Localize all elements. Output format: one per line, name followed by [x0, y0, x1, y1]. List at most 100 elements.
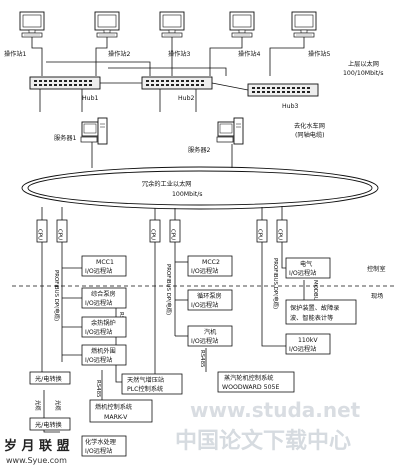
- box-title: 蒸汽轮机控制系统: [224, 374, 274, 382]
- server-icon: [216, 117, 244, 145]
- box-subtitle: I/O远程站: [85, 299, 112, 307]
- 110kv-remote-station: 110kV I/O远程站: [285, 333, 331, 355]
- water-treatment-remote-station: 化学水处理 I/O远程站: [81, 435, 127, 457]
- box-title: 汽机: [204, 328, 217, 336]
- box-subtitle: 波、智能表计等: [290, 314, 333, 322]
- hub-2: Hub2: [141, 76, 213, 102]
- cpu-label: CPU: [37, 229, 43, 240]
- monitor-icon: [229, 11, 255, 38]
- modbus-label: MODBUS: [312, 280, 318, 305]
- box-title: 综合泵房: [91, 290, 116, 298]
- box-title: 燃机控制系统: [95, 403, 132, 411]
- box-title: 循环泵房: [197, 292, 222, 300]
- mcc1-remote-station: MCC1 I/O远程站: [81, 255, 127, 277]
- operator-station-2: 操作站2: [94, 11, 131, 58]
- profibus-line: [154, 242, 160, 381]
- fiber-line: [43, 390, 60, 433]
- profibus-label: PROFIBUS DP(电缆): [272, 258, 280, 309]
- watermark-site-left: www.Syue.com: [6, 456, 67, 465]
- monitor-icon: [94, 11, 120, 38]
- oe-converter-1: 光/电转换: [29, 371, 71, 385]
- rs485-label: RS485: [95, 380, 101, 397]
- redundant-ethernet-ring: [21, 166, 379, 210]
- redundant-ethernet-label: 冗余的工业以太网: [142, 180, 192, 188]
- server-icon: [80, 117, 108, 145]
- station-cable: [46, 61, 151, 76]
- station-cable: [269, 37, 305, 76]
- box-title: 余热锅炉: [91, 319, 116, 327]
- control-room-label: 控制室: [367, 265, 386, 273]
- station-label: 操作站5: [308, 50, 331, 58]
- profibus-line: [281, 242, 286, 269]
- operator-station-3: 操作站3: [159, 11, 191, 58]
- station-cable: [95, 37, 108, 76]
- hub-1: Hub1: [29, 76, 101, 102]
- server-2: 服务器2: [188, 117, 244, 154]
- cpu-label: CPU: [57, 229, 63, 240]
- oe-converter-2: 光/电转换: [29, 417, 71, 431]
- box-title: 天然气增压站: [127, 376, 164, 384]
- operator-station-5: 操作站5: [291, 11, 331, 58]
- upper-ethernet-speed: 100/10Mbit/s: [343, 70, 384, 77]
- electrical-remote-station: 电气 I/O远程站: [285, 257, 331, 279]
- station-cable: [209, 37, 243, 76]
- watermark-site-right: www.studa.net: [190, 398, 361, 422]
- cpu-label: CPU: [277, 229, 283, 240]
- box-title: 电气: [300, 260, 312, 268]
- cpu-label: CPU: [150, 229, 156, 240]
- box-title: 保护装置、故障录: [290, 304, 340, 312]
- box-subtitle: I/O远程站: [191, 267, 218, 275]
- hub-link: [211, 82, 249, 91]
- cpu-label: CPU: [257, 229, 263, 240]
- monitor-icon: [19, 11, 45, 38]
- gas-turbine-control: 燃机控制系统 MARK-V: [89, 399, 153, 423]
- field-label: 现场: [371, 292, 383, 300]
- fiber-label: 光缆: [54, 400, 62, 411]
- station-label: 操作站4: [238, 50, 261, 58]
- station-cable: [108, 67, 227, 76]
- steam-turbine-control: 蒸汽轮机控制系统 WOODWARD 505E: [217, 371, 295, 393]
- mcc2-remote-station: MCC2 I/O远程站: [187, 255, 233, 277]
- hub-icon: [29, 76, 101, 90]
- operator-station-1: 操作站1: [4, 11, 45, 58]
- server-1: 服务器1: [54, 117, 108, 145]
- watermark-cn-right: 中国论文下载中心: [175, 428, 351, 454]
- hub-icon: [141, 76, 213, 90]
- cpu-pair-2: CPU CPU: [150, 219, 181, 243]
- box-title: MCC1: [96, 259, 114, 266]
- box-title: 光/电转换: [35, 375, 62, 383]
- box-subtitle: I/O远程站: [289, 269, 316, 277]
- station-label: 操作站2: [108, 50, 131, 58]
- profibus-label: PROFIBUS DP(电缆): [165, 264, 173, 315]
- gas-compressor-plc: 天然气增压站 PLC控制系统: [121, 373, 183, 395]
- box-subtitle: I/O远程站: [85, 447, 112, 455]
- turbine-remote-station: 汽机 I/O远程站: [187, 325, 233, 347]
- redundant-ethernet-speed: 100Mbit/s: [172, 191, 203, 198]
- station-label: 操作站1: [4, 50, 27, 58]
- box-subtitle: MARK-V: [104, 414, 128, 421]
- server-label: 服务器2: [188, 146, 211, 154]
- box-subtitle: I/O远程站: [85, 356, 112, 364]
- hub-3: Hub3: [247, 83, 319, 110]
- cpu-pair-1: CPU CPU: [37, 219, 68, 243]
- protection-devices-box: 保护装置、故障录 波、智能表计等: [285, 299, 357, 325]
- box-subtitle: WOODWARD 505E: [222, 384, 279, 391]
- hub-icon: [247, 83, 319, 97]
- box-title: 光/电转换: [35, 421, 62, 429]
- monitor-icon: [159, 11, 185, 38]
- station-cable: [31, 37, 43, 76]
- box-title: MCC2: [202, 259, 220, 266]
- operator-station-4: 操作站4: [229, 11, 261, 58]
- rs485-label: RS485: [199, 350, 205, 367]
- box-subtitle: I/O远程站: [191, 337, 218, 345]
- desalination-network-cable: (同轴电缆): [295, 131, 325, 139]
- pump-house-remote-station: 综合泵房 I/O远程站: [81, 287, 127, 309]
- profibus-line: [261, 242, 286, 347]
- box-title: 燃机外围: [91, 347, 116, 355]
- watermark-cn-top: 岁 月 联 盟: [4, 438, 70, 454]
- cpu-pair-3: CPU CPU: [257, 219, 288, 243]
- circulation-pump-remote-station: 循环泵房 I/O远程站: [187, 289, 233, 311]
- box-title: 110kV: [298, 337, 318, 344]
- monitor-icon: [291, 11, 317, 38]
